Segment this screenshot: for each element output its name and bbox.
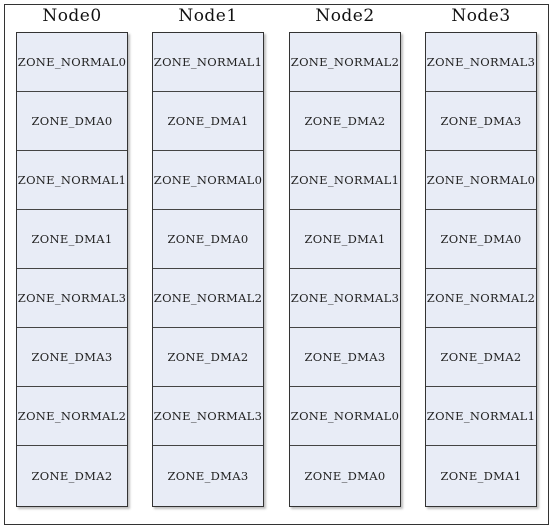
zone-cell: ZONE_DMA1 xyxy=(440,469,522,483)
zone-list: ZONE_NORMAL2 ZONE_DMA2 ZONE_NORMAL1 ZONE… xyxy=(289,32,401,507)
zone-cell: ZONE_NORMAL1 xyxy=(17,151,127,210)
zone-list: ZONE_NORMAL3 ZONE_DMA3 ZONE_NORMAL0 ZONE… xyxy=(425,32,537,507)
node-title: Node3 xyxy=(451,6,511,26)
zone-cell: ZONE_NORMAL2 xyxy=(17,387,127,446)
zone-cell: ZONE_DMA0 xyxy=(17,92,127,151)
zone-cell: ZONE_DMA2 xyxy=(31,469,113,483)
zone-cell: ZONE_DMA3 xyxy=(426,92,536,151)
zone-cell: ZONE_NORMAL2 xyxy=(290,33,400,92)
zone-cell: ZONE_DMA2 xyxy=(426,328,536,387)
zone-cell: ZONE_NORMAL2 xyxy=(153,269,263,328)
zone-list: ZONE_NORMAL0 ZONE_DMA0 ZONE_NORMAL1 ZONE… xyxy=(16,32,128,507)
zone-cell: ZONE_NORMAL0 xyxy=(17,33,127,92)
zone-cell: ZONE_DMA2 xyxy=(290,92,400,151)
zone-cell: ZONE_NORMAL0 xyxy=(426,151,536,210)
zone-cell: ZONE_NORMAL3 xyxy=(290,269,400,328)
zone-cell: ZONE_NORMAL0 xyxy=(153,151,263,210)
node-title: Node2 xyxy=(315,6,375,26)
zone-cell: ZONE_DMA3 xyxy=(290,328,400,387)
zone-cell: ZONE_DMA1 xyxy=(290,210,400,269)
zone-cell: ZONE_NORMAL2 xyxy=(426,269,536,328)
zone-cell: ZONE_NORMAL3 xyxy=(17,269,127,328)
zone-cell: ZONE_NORMAL3 xyxy=(153,387,263,446)
zone-cell: ZONE_DMA0 xyxy=(426,210,536,269)
zone-cell: ZONE_DMA3 xyxy=(167,469,249,483)
zone-cell: ZONE_DMA0 xyxy=(304,469,386,483)
zone-cell: ZONE_NORMAL3 xyxy=(426,33,536,92)
zone-cell: ZONE_NORMAL1 xyxy=(290,151,400,210)
zone-cell: ZONE_NORMAL1 xyxy=(153,33,263,92)
zone-cell: ZONE_NORMAL1 xyxy=(426,387,536,446)
zone-cell: ZONE_DMA3 xyxy=(17,328,127,387)
zone-cell: ZONE_DMA0 xyxy=(153,210,263,269)
zone-cell: ZONE_DMA1 xyxy=(153,92,263,151)
zone-cell: ZONE_NORMAL0 xyxy=(290,387,400,446)
zone-cell: ZONE_DMA2 xyxy=(153,328,263,387)
zone-cell: ZONE_DMA1 xyxy=(17,210,127,269)
node-title: Node1 xyxy=(178,6,238,26)
node-title: Node0 xyxy=(42,6,102,26)
zone-list: ZONE_NORMAL1 ZONE_DMA1 ZONE_NORMAL0 ZONE… xyxy=(152,32,264,507)
